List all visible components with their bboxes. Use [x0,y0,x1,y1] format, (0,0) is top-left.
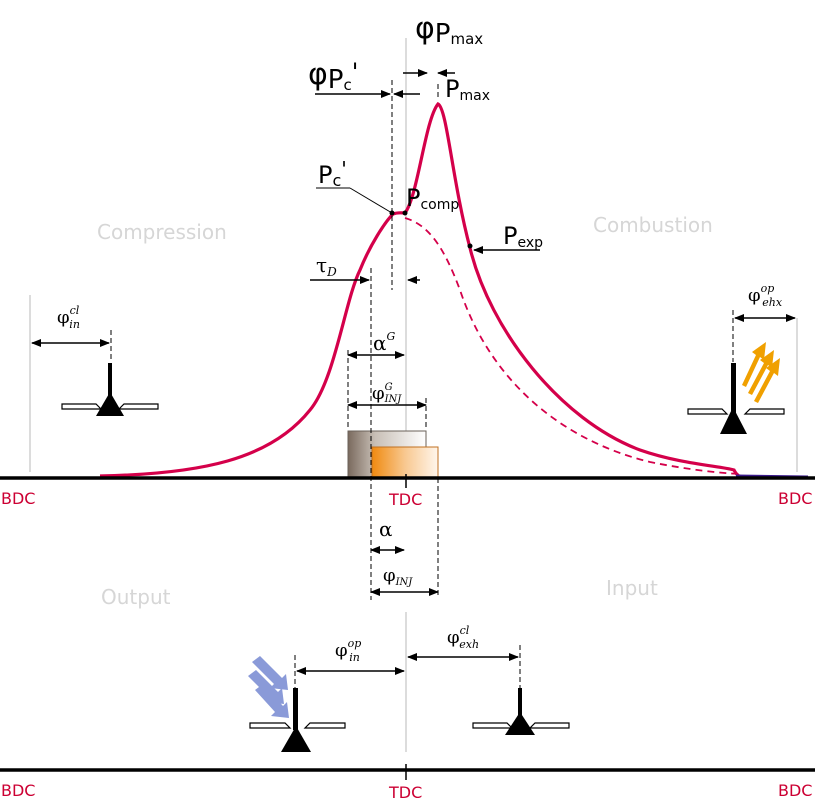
phi-pc-label: φPc' [308,57,358,95]
bdc-label-lower-right: BDC [778,781,812,800]
bdc-label-lower-left: BDC [1,781,35,800]
phi-pmax-label: φPmax [415,11,483,49]
intake-valve-closed-icon [61,363,159,416]
phase-input: Input [606,576,658,600]
phase-compression: Compression [97,220,227,244]
intake-valve-open-icon [249,688,346,752]
tdc-label-lower: TDC [388,783,422,800]
exhaust-valve-closed-icon [472,688,570,735]
phi-inj-label: φINJ [383,565,413,588]
alpha-label: α [379,517,393,541]
tdc-label-upper: TDC [388,490,422,509]
exhaust-flow-arrows-icon [742,342,780,403]
motoring-pressure-curve [404,217,741,475]
phase-output: Output [101,585,171,609]
pcomp-label: Pcomp [406,184,459,213]
exhaust-valve-open-icon [687,363,785,434]
intake-flow-arrows-icon [248,656,289,718]
bdc-label-upper-right: BDC [778,489,812,508]
bdc-label-upper-left: BDC [1,489,35,508]
fuel-injection-block [371,446,439,479]
timing-guides [110,80,734,688]
alpha-g-label: αG [373,330,396,355]
tau-d-label: τD [316,253,337,279]
pressure-curve [99,102,745,479]
pmax-label: Pmax [445,75,490,104]
phase-combustion: Combustion [593,213,713,237]
pc-label: Pc' [318,157,347,190]
pexp-label: Pexp [503,222,543,251]
